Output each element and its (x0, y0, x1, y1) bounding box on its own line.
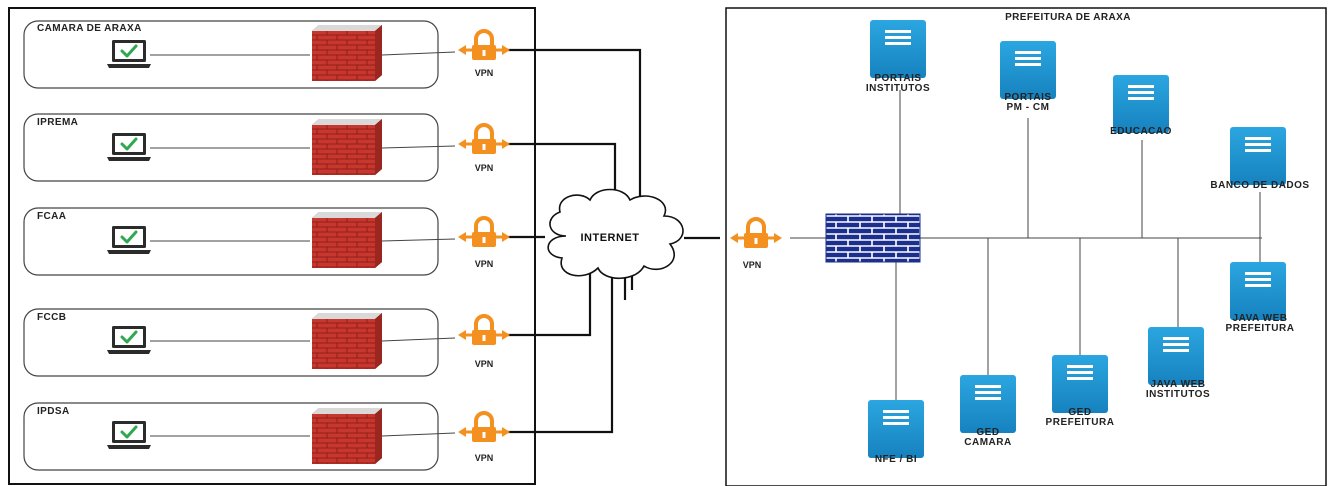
server-icon (960, 375, 1016, 433)
internet-label: INTERNET (581, 232, 640, 244)
server-label: NFE / BI (875, 454, 917, 465)
site-title: FCCB (37, 312, 66, 323)
vpn-lock-icon (456, 29, 512, 62)
server-label: INSTITUTOS (866, 83, 930, 94)
server-icon (1000, 41, 1056, 99)
left-panel-border (8, 7, 536, 485)
server-label: EDUCACAO (1110, 126, 1172, 137)
internet-cloud-icon (547, 188, 684, 279)
server-icon (1230, 262, 1286, 320)
server-label: JAVA WEB (1233, 313, 1288, 324)
server-icon (870, 20, 926, 78)
site-title: IPDSA (37, 406, 70, 417)
vpn-label: VPN (475, 163, 494, 173)
right-panel-border (725, 7, 1327, 486)
server-label: GED (976, 427, 999, 438)
server-label: CAMARA (964, 437, 1011, 448)
server-label: PORTAIS (1004, 92, 1051, 103)
server-label: INSTITUTOS (1146, 389, 1210, 400)
server-icon (868, 400, 924, 458)
firewall-icon (312, 25, 382, 81)
vpn-label: VPN (475, 359, 494, 369)
vpn-lock-icon (456, 314, 512, 347)
vpn-label: VPN (475, 453, 494, 463)
server-label: PREFEITURA (1226, 323, 1295, 334)
prefeitura-title: PREFEITURA DE ARAXA (1005, 12, 1131, 23)
site-title: CAMARA DE ARAXA (37, 23, 142, 34)
site-title: FCAA (37, 211, 66, 222)
vpn-label: VPN (475, 259, 494, 269)
server-label: GED (1068, 407, 1091, 418)
server-label: BANCO DE DADOS (1210, 180, 1309, 191)
server-label: PM - CM (1007, 102, 1050, 113)
vpn-label: VPN (743, 260, 762, 270)
vpn-lock-icon (456, 216, 512, 249)
firewall-icon (312, 212, 382, 268)
server-label: JAVA WEB (1151, 379, 1206, 390)
server-icon (1148, 327, 1204, 385)
site-title: IPREMA (37, 117, 78, 128)
firewall-icon (825, 213, 921, 263)
server-label: PORTAIS (874, 73, 921, 84)
vpn-lock-icon (456, 123, 512, 156)
server-icon (1113, 75, 1169, 133)
firewall-icon (312, 313, 382, 369)
server-icon (1230, 127, 1286, 185)
vpn-lock-icon (456, 411, 512, 444)
vpn-lock-icon (728, 217, 784, 250)
server-label: PREFEITURA (1046, 417, 1115, 428)
firewall-icon (312, 119, 382, 175)
firewall-icon (312, 408, 382, 464)
vpn-label: VPN (475, 68, 494, 78)
server-icon (1052, 355, 1108, 413)
